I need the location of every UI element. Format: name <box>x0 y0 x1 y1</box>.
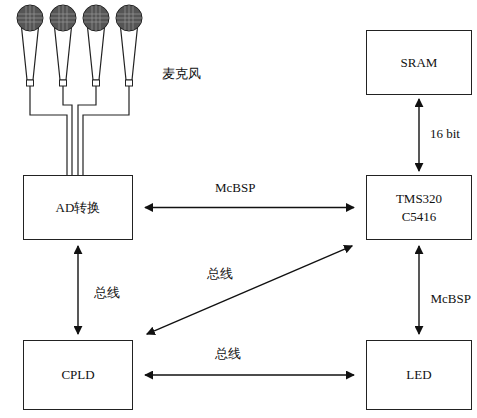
part-name: 麦克风 <box>160 66 203 82</box>
box-label: SRAM <box>401 54 438 72</box>
process-box: SRAM <box>366 30 472 95</box>
bus-connector <box>145 207 354 208</box>
process-box: AD转换 <box>23 175 133 240</box>
microphone-wires <box>30 86 129 175</box>
process-box: TMS320 C5416 <box>366 175 472 240</box>
edge-label: McBSP <box>429 291 473 307</box>
bus-connector <box>77 246 78 334</box>
process-box: CPLD <box>23 340 133 410</box>
box-label: CPLD <box>61 366 94 384</box>
edge-label: 总线 <box>213 346 243 362</box>
process-box: LED <box>366 340 472 410</box>
box-label: AD转换 <box>56 199 101 217</box>
edge-label: 总线 <box>92 285 122 301</box>
edge-label: 总线 <box>205 266 235 282</box>
bus-connector <box>145 374 354 375</box>
bus-connector <box>147 246 352 334</box>
bus-connector <box>418 99 419 171</box>
microphones <box>17 5 142 86</box>
box-label: TMS320 C5416 <box>377 190 461 225</box>
bus-connector <box>418 246 419 334</box>
edge-label: McBSP <box>213 180 257 196</box>
edge-label: 16 bit <box>428 126 462 142</box>
box-label: LED <box>406 366 431 384</box>
